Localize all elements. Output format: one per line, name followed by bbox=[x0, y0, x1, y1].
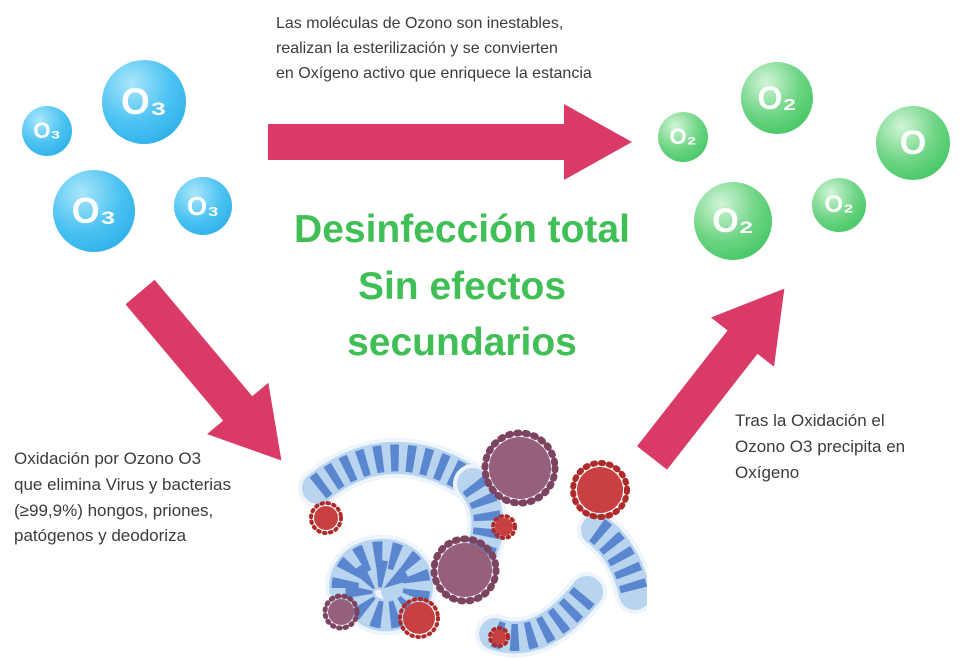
ozone-molecule: O₃ bbox=[22, 106, 72, 156]
precipitation-description-text: Tras la Oxidación el Ozono O3 precipita … bbox=[735, 411, 906, 482]
molecule-label: O₂ bbox=[712, 201, 754, 240]
headline-text: Desinfección total Sin efectos secundari… bbox=[294, 208, 630, 365]
molecule-label: O₂ bbox=[669, 124, 697, 149]
ozone-molecule: O₃ bbox=[53, 170, 135, 252]
molecule-label: O₃ bbox=[121, 81, 167, 122]
virus-shape bbox=[481, 429, 559, 507]
virus-shape bbox=[322, 593, 360, 631]
oxygen-molecule: O₂ bbox=[658, 112, 708, 162]
bacterium-shape bbox=[325, 534, 438, 636]
bacterium-shape bbox=[577, 510, 647, 614]
ozone-molecule: O₃ bbox=[102, 60, 186, 144]
ozone-molecule: O₃ bbox=[174, 177, 232, 235]
oxygen-molecule: O₂ bbox=[741, 62, 813, 134]
molecule-label: O₃ bbox=[71, 190, 117, 231]
pathogens-illustration bbox=[298, 429, 647, 658]
red-microbe-shape bbox=[570, 460, 630, 520]
arrow-pathogens-to-o2-icon bbox=[637, 288, 785, 470]
oxygen-molecule: O bbox=[876, 106, 950, 180]
red-microbe-shape bbox=[488, 626, 510, 648]
virus-shape bbox=[430, 535, 500, 605]
oxygen-molecule: O₂ bbox=[812, 178, 866, 232]
molecule-label: O₂ bbox=[757, 79, 797, 116]
molecule-label: O₃ bbox=[186, 190, 220, 221]
molecule-label: O₃ bbox=[33, 118, 61, 143]
oxidation-description-text: Oxidación por Ozono O3 que elimina Virus… bbox=[14, 449, 232, 546]
oxygen-molecule: O₂ bbox=[694, 182, 772, 260]
arrow-o3-to-o2-icon bbox=[268, 104, 632, 180]
red-microbe-shape bbox=[491, 514, 517, 540]
red-microbe-shape bbox=[309, 501, 343, 535]
bacterium-shape bbox=[475, 572, 607, 658]
molecule-label: O₂ bbox=[824, 191, 854, 218]
top-description-text: Las moléculas de Ozono son inestables, r… bbox=[276, 15, 592, 82]
molecule-label: O bbox=[899, 123, 927, 162]
bacterium-shape bbox=[298, 437, 487, 508]
arrow-o3-to-pathogens-icon bbox=[125, 279, 282, 461]
red-microbe-shape bbox=[398, 597, 440, 639]
